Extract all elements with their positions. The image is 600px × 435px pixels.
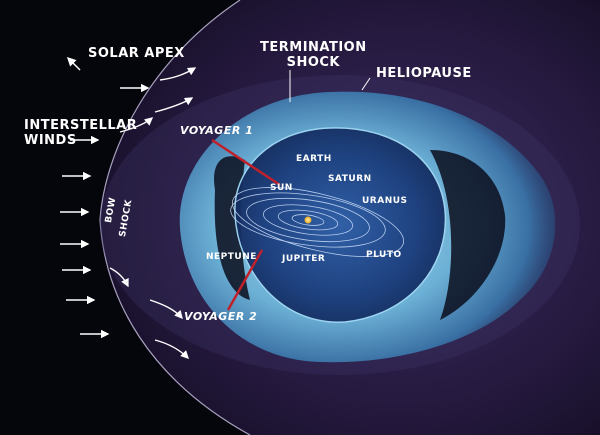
deflected-wind-arrow [109, 267, 129, 288]
voyager-1-label: VOYAGER 1 [180, 124, 254, 137]
orbit-inner [291, 214, 325, 226]
termination-shock-region [234, 127, 447, 323]
deflected-wind-arrow [154, 339, 189, 359]
jupiter-label: JUPITER [282, 254, 326, 264]
orbit-uranus [246, 197, 370, 243]
planetary-orbits [230, 187, 405, 257]
orbit-saturn [262, 204, 354, 236]
voyager-2-trajectory [226, 249, 264, 311]
solar-apex-arrow [66, 56, 81, 71]
neptune-label: NEPTUNE [206, 252, 257, 262]
bow-shock-curve [99, 0, 251, 435]
saturn-label: SATURN [328, 174, 372, 184]
sun-label: SUN [270, 183, 293, 193]
earth-label: EARTH [296, 154, 332, 164]
deflected-wind-arrow [159, 67, 197, 81]
orbit-neptune [230, 192, 386, 248]
termination-shock-label: TERMINATION SHOCK [260, 40, 367, 70]
voyager-2-label: VOYAGER 2 [184, 310, 258, 323]
sun-dot [304, 216, 312, 224]
pluto-label: PLUTO [366, 250, 402, 260]
deflected-wind-arrow [154, 97, 194, 113]
heliosheath-cavity-right [430, 150, 506, 320]
solar-apex-label: SOLAR APEX [88, 46, 185, 61]
uranus-label: URANUS [362, 196, 408, 206]
voyager-1-trajectory [211, 138, 281, 187]
interstellar-wind-arrows [60, 67, 197, 359]
deflected-wind-arrow [119, 117, 154, 133]
orbit-jupiter [277, 209, 339, 231]
heliopause-label: HELIOPAUSE [376, 66, 472, 81]
orbit-pluto [231, 187, 405, 257]
interstellar-winds-label: INTERSTELLAR WINDS [24, 118, 138, 148]
heliopause-leader [361, 77, 371, 91]
deflected-wind-arrow [149, 299, 183, 320]
